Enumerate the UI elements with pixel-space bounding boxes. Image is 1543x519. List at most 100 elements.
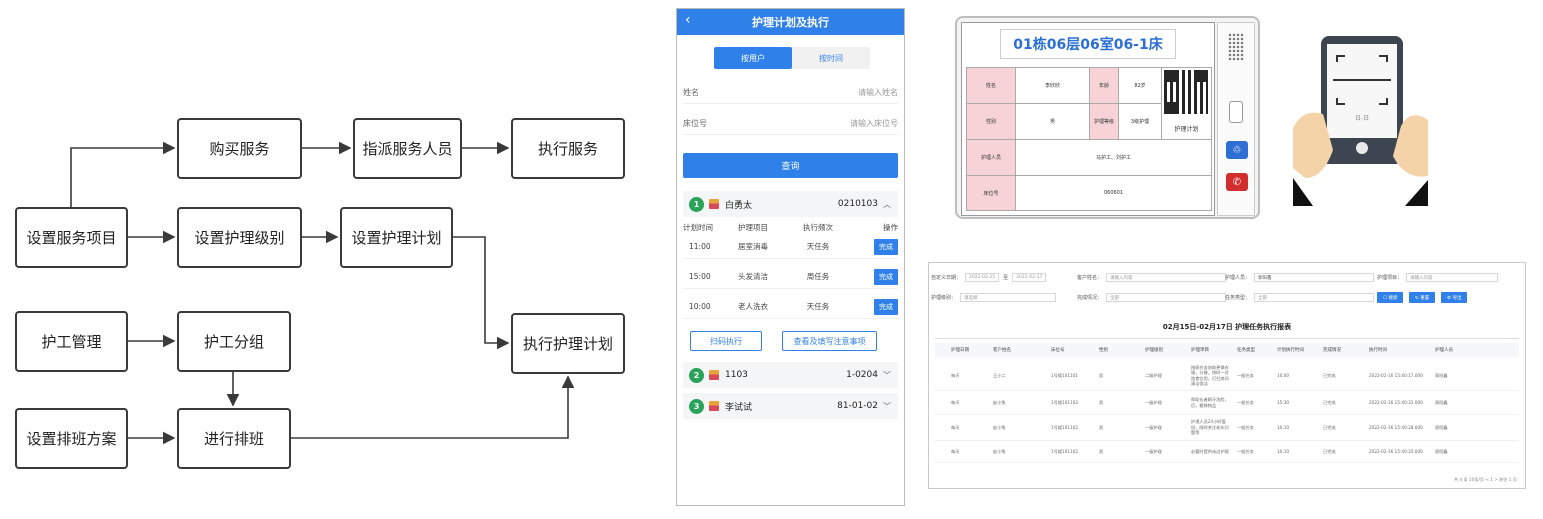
pagination[interactable]: 共 4 条 10条/页 < 1 > 前往 1 页 [1453,477,1517,482]
bed-code: 1-0204 [846,370,878,380]
tab-by-time[interactable]: 按时间 [819,53,843,63]
phone-call-icon[interactable]: ✆ [1226,173,1248,191]
chevron-down-icon[interactable]: ﹀ [883,401,891,411]
row-gender: 男 [1099,372,1104,378]
bed-code: 0210103 [837,199,878,209]
customer-input[interactable]: 请输入内容 [1106,273,1227,282]
caregiver-filter: 护理人员： 郭阳鑫 [1225,273,1375,282]
tab-by-user[interactable]: 按用户 [714,47,792,69]
plan-frequency: 天任务 [806,242,830,251]
col-exec-time: 执行时间 [1369,348,1387,353]
service-call-icon[interactable]: ♲ [1226,141,1248,159]
complete-button[interactable]: 完成 [874,298,898,315]
level-value: 3级护理 [1118,103,1162,140]
name-field[interactable]: 姓名 请输入姓名 [683,82,898,104]
row-item: 帮助长者刷牙洗脸，后，搬移物品 [1191,397,1229,408]
room-title: 01栋06层06室06-1床 [1000,29,1176,59]
col-customer: 客户姓名 [993,348,1011,353]
date-from-input[interactable]: 2022-02-15 [965,273,1000,282]
row-exec-time: 2022-02-16 15:40:20.000 [1369,449,1423,454]
col-item: 护理项目 [1191,348,1209,353]
terminal-side-panel: ♲ ✆ [1217,22,1255,216]
level-select[interactable]: 请选择 [960,293,1057,302]
care-task-report: 自定义日期： 2022-02-15 至 2022-02-17 客户姓名： 请输入… [928,262,1526,489]
plan-frequency: 天任务 [806,302,830,311]
bed-field[interactable]: 床位号 请输入床位号 [683,113,898,135]
hands-holding-tablet-icon: 日-日 [1293,36,1428,206]
row-task-type: 一般任务 [1237,372,1254,378]
node-care-level: 设置护理级别 [177,207,302,268]
plan-row: 10:00 老人洗衣 天任务 完成 [683,295,898,319]
reset-button[interactable]: ↻ 重置 [1409,292,1436,303]
node-buy-service: 购买服务 [177,118,302,179]
row-gender: 男 [1099,424,1104,430]
chevron-up-icon[interactable]: ︿ [883,199,891,209]
bed-label: 床位号 [966,175,1016,211]
row-gender: 男 [1099,399,1104,405]
row-date: 每天 [951,399,960,405]
row-level: 一级护理 [1145,448,1162,454]
query-button[interactable]: 查询 [683,153,898,178]
row-level: 一级护理 [1145,399,1162,405]
caregiver-label: 护理人员： [1225,275,1251,281]
customer-label: 客户姓名： [1077,275,1103,281]
row-plan-time: 10:10 [1277,449,1290,454]
bed-code: 81-01-02 [837,401,878,411]
row-item: 必要时提供床边护理 [1191,448,1229,454]
row-bed: 1号楼101101 [1051,372,1079,378]
row-customer: 赵小兔 [993,399,1006,405]
item-input[interactable]: 请输入内容 [1406,273,1499,282]
row-date: 每天 [951,448,960,454]
row-exec-time: 2022-02-16 15:40:28.000 [1369,425,1423,430]
complete-button[interactable]: 完成 [874,268,898,285]
bed-icon [709,370,719,380]
col-gender: 性别 [1099,348,1108,353]
resident-name: 1103 [725,370,748,380]
bed-input[interactable]: 请输入床位号 [850,119,898,128]
row-gender: 男 [1099,448,1104,454]
date-to-input[interactable]: 2022-02-17 [1012,273,1047,282]
group-number: 1 [689,196,704,212]
search-button[interactable]: ☐ 搜索 [1377,292,1404,303]
app-header: ‹ 护理计划及执行 [677,9,904,35]
view-notes-button[interactable]: 查看及填写注意事项 [782,331,877,351]
divider [935,338,1519,339]
view-toggle: 按用户 按时间 [714,47,870,69]
export-button[interactable]: ⚙ 导出 [1441,292,1468,303]
status-select[interactable]: 全部 [1106,293,1227,302]
scan-execute-button[interactable]: 扫码执行 [690,331,762,351]
complete-button[interactable]: 完成 [874,238,898,255]
caregiver-select[interactable]: 郭阳鑫 [1254,273,1375,282]
name-input[interactable]: 请输入姓名 [858,88,898,97]
plan-row: 11:00 居室消毒 天任务 完成 [683,235,898,259]
level-label: 护理级别： [931,295,957,301]
col-frequency: 执行频次 [803,223,833,232]
page-title: 护理计划及执行 [752,16,829,29]
bedside-terminal: 01栋06层06室06-1床 姓名 李欣欣 年龄 82岁 性别 男 护理等级 3… [955,16,1260,219]
row-customer: 赵小兔 [993,424,1006,430]
gender-value: 男 [1015,103,1090,140]
resident-group-header[interactable]: 2 1103 1-0204 ﹀ [683,362,898,388]
task-type-select[interactable]: 全部 [1254,293,1375,302]
resident-group-header[interactable]: 1 白勇太 0210103 ︿ [683,191,898,217]
plan-row: 15:00 头发清洁 周任务 完成 [683,265,898,289]
resident-group-header[interactable]: 3 李试试 81-01-02 ﹀ [683,393,898,419]
col-time: 计划时间 [683,223,713,232]
node-exec-service: 执行服务 [511,118,625,179]
group-number: 3 [689,398,704,414]
care-plan-label: 护理计划 [1174,126,1199,133]
status-label: 完成情况： [1077,295,1103,301]
row-exec-time: 2022-02-16 15:40:17.000 [1369,373,1423,378]
chevron-left-icon[interactable]: ‹ [685,12,691,28]
row-task-type: 一般任务 [1237,399,1254,405]
col-status: 完成情况 [1323,348,1341,353]
plan-time: 15:00 [689,272,711,281]
chevron-down-icon[interactable]: ﹀ [883,370,891,380]
row-customer: 赵小兔 [993,448,1006,454]
caregiver-value: 马护工、刘护工 [1015,139,1212,176]
col-item: 护理项目 [738,223,768,232]
svg-text:日-日: 日-日 [1355,115,1369,122]
